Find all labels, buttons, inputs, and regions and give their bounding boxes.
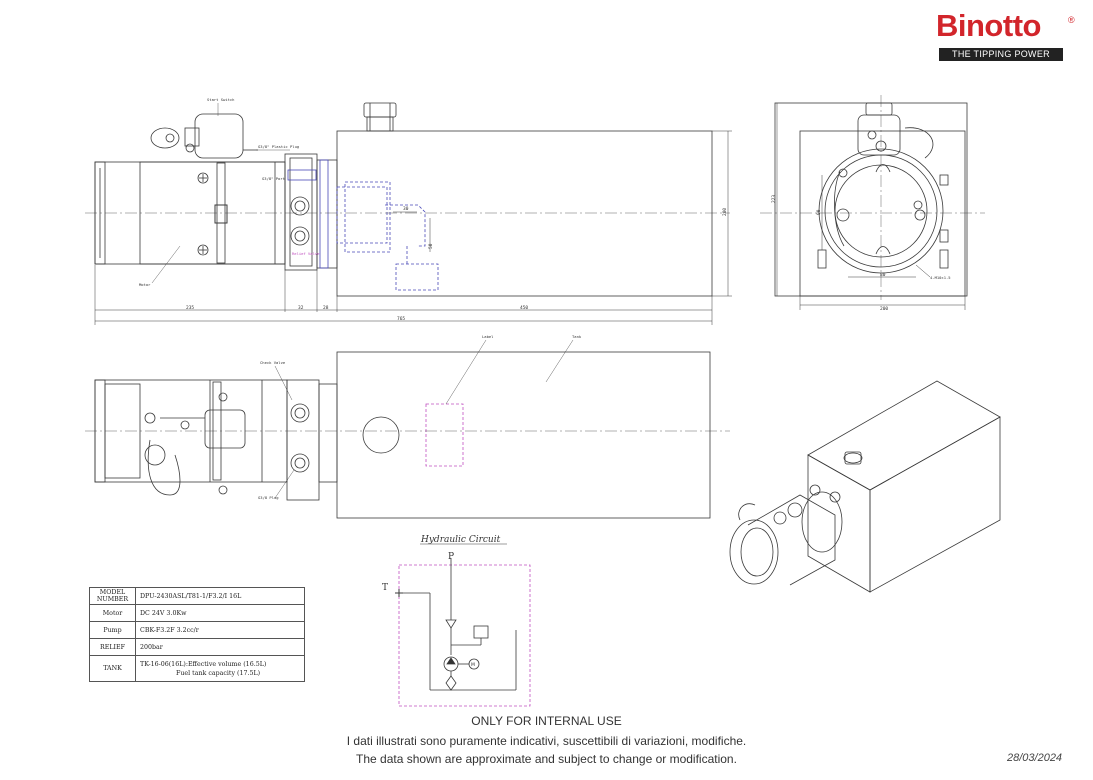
pressure-port-label: G3/8" Port [262,176,285,181]
brand-logo: Binotto ® THE TIPPING POWER [936,8,1076,64]
top-view [85,339,730,519]
relief-label: Relief Valve [292,251,320,256]
dim-30: 30 [403,206,409,212]
front-view [85,102,732,325]
circuit-port-p: P [448,552,454,562]
g3-8-plug-label: G3/8 Plug [258,495,279,500]
mount-holes-label: 4-M10×1.5 [930,275,951,280]
dim-50: 50 [428,243,434,249]
spec-table: MODEL NUMBER DPU-2430ASL/T81-1/F3.2/I 16… [89,587,305,682]
spec-value: DC 24V 3.0Kw [135,604,305,622]
dim-765: 765 [397,316,405,322]
spec-value: TK-16-06(16L):Effective volume (16.5L) F… [135,655,305,682]
document-date: 28/03/2024 [1007,752,1063,764]
circuit-port-t: T [382,583,388,593]
spec-row: Motor DC 24V 3.0Kw [89,604,305,622]
dim-28: 28 [323,305,329,311]
dim-235: 235 [186,305,194,311]
brand-tagline: THE TIPPING POWER [939,48,1063,61]
dim-90: 90 [816,209,822,215]
dim-80: 80 [880,272,886,278]
dim-200-height: 200 [722,208,728,216]
plastic-plug-label: G3/8" Plastic Plug [258,144,299,149]
motor-label: Motor [139,282,151,287]
tank-capacity: Fuel tank capacity (17.5L) [176,669,261,677]
check-valve-label: Check Valve [260,360,286,365]
tank-effective-volume: TK-16-06(16L):Effective volume (16.5L) [140,660,267,668]
registered-mark: ® [1068,15,1075,25]
spec-key: MODEL NUMBER [89,587,136,605]
side-view [760,95,985,310]
circuit-motor-m: M [471,662,475,668]
tank-callout: Tank [572,334,582,339]
spec-value: 200bar [135,638,305,656]
dim-200-side: 200 [880,306,888,312]
isometric-view [729,380,1001,593]
dim-223: 223 [771,195,777,203]
italian-disclaimer: I dati illustrati sono puramente indicat… [346,734,747,748]
label-callout: Label [482,334,493,339]
spec-value: DPU-2430ASL/T81-1/F3.2/I 16L [135,587,305,605]
spec-key: RELIEF [89,638,136,656]
spec-key: TANK [89,655,136,682]
spec-key: Motor [89,604,136,622]
spec-value: CBK-F3.2F 3.2cc/r [135,621,305,639]
spec-row: TANK TK-16-06(16L):Effective volume (16.… [89,655,305,682]
spec-key: Pump [89,621,136,639]
spec-row: MODEL NUMBER DPU-2430ASL/T81-1/F3.2/I 16… [89,587,305,605]
spec-row: RELIEF 200bar [89,638,305,656]
internal-use-notice: ONLY FOR INTERNAL USE [471,714,622,728]
dim-450: 450 [520,305,528,311]
brand-name: Binotto [936,8,1041,43]
circuit-title: Hydraulic Circuit [420,535,501,545]
spec-row: Pump CBK-F3.2F 3.2cc/r [89,621,305,639]
dim-32: 32 [298,305,304,311]
start-switch-label: Start Switch [207,97,234,102]
english-disclaimer: The data shown are approximate and subje… [356,752,737,766]
hydraulic-circuit [395,543,531,707]
